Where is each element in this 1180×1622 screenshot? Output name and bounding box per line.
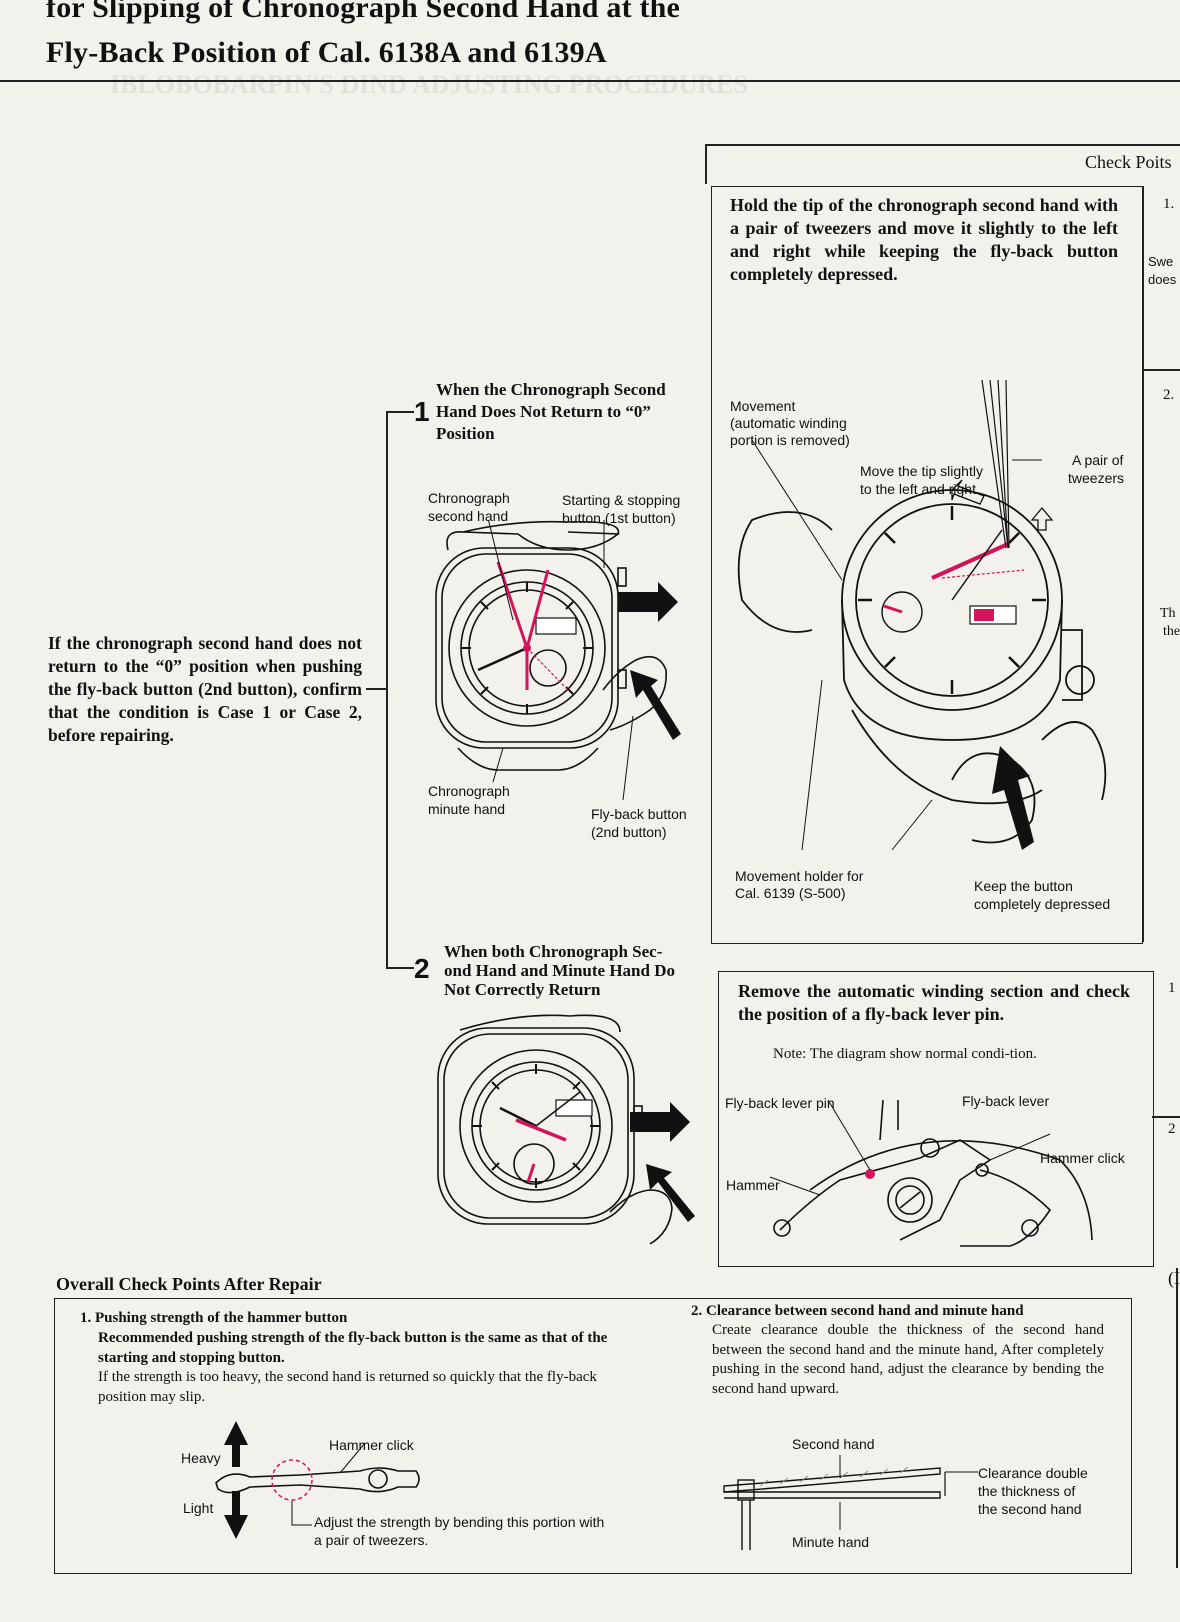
item1-bold: Recommended pushing strength of the fly-… [98,1330,608,1366]
overall-heading: Overall Check Points After Repair [56,1274,322,1294]
ghost-text-top: IBLOBOBARPIN'S DIND ADJUSTING PROCEDURES [110,70,748,99]
right-col-divider-1 [1142,369,1180,371]
check-box-2-note: Note: The diagram show normal condi-tion… [773,1046,1037,1062]
right-col-vertical [1176,1268,1178,1568]
right-col-frag5: (I [1168,1268,1180,1288]
label-move-tip-2: to the left and right [860,481,976,497]
clearance-illustration [723,1455,978,1550]
item2-clear-2: the thickness of [978,1483,1076,1499]
check-box-2 [718,971,1154,1267]
right-col-n1: 1. [1163,196,1175,212]
check-frame-left [705,144,707,184]
case2-line2: ond Hand and Minute Hand Do [444,961,675,980]
label-start-stop-1: Starting & stopping [562,492,681,508]
item2-clear-3: the second hand [978,1501,1082,1517]
item2-title: 2. Clearance between second hand and min… [691,1303,1024,1319]
bracket-top [386,411,414,413]
check-points-header: Check Poits [1085,152,1172,172]
case2-watch-illustration [437,1014,695,1245]
case1-line3: Position [436,424,495,443]
label-chrono-minute-1: Chronograph [428,783,510,799]
check-frame-top [705,144,1180,146]
label-movement-3: portion is removed) [730,432,850,448]
label-holder-2: Cal. 6139 (S-500) [735,885,846,901]
page-title-line1: for Slipping of Chronograph Second Hand … [46,0,681,24]
label-tweezers-1: A pair of [1072,452,1124,468]
right-col-n4: 2 [1168,1121,1176,1137]
page-title-line2: Fly-Back Position of Cal. 6138A and 6139… [46,36,607,69]
case2-line1: When both Chronograph Sec- [444,942,663,961]
check-box-1-right-divider [1142,186,1144,942]
case1-number: 1 [414,396,430,427]
title-rule [0,80,1180,82]
label-move-tip-1: Move the tip slightly [860,463,983,479]
bracket-vertical [386,411,388,969]
hammer-click-illustration [215,1421,420,1539]
movement-illustration [737,380,1107,851]
label-tweezers-2: tweezers [1068,470,1125,486]
lever-illustration [769,1100,1093,1247]
item1-text: If the strength is too heavy, the second… [98,1369,597,1405]
label-movement-2: (automatic winding [730,415,847,431]
bracket-mid [366,688,386,690]
check-box-2-text: Remove the automatic winding section and… [738,981,1130,1024]
item1-title: 1. Pushing strength of the hammer button [80,1310,348,1326]
case1-line2: Hand Does Not Return to “0” [436,402,651,421]
label-holder-1: Movement holder for [735,868,864,884]
label-movement-1: Movement [730,398,796,414]
right-col-n3: 1 [1168,980,1176,996]
right-col-frag3: Th [1160,606,1176,621]
item1-adjust-1: Adjust the strength by bending this port… [314,1514,605,1530]
label-keep-2: completely depressed [974,896,1111,912]
right-col-frag2: does [1148,272,1177,287]
label-keep-1: Keep the button [974,878,1073,894]
item2-second-hand: Second hand [792,1436,875,1452]
right-col-n2: 2. [1163,387,1175,403]
label-hammer: Hammer [726,1177,780,1193]
item1-hammer-click: Hammer click [329,1437,414,1453]
label-lever: Fly-back lever [962,1093,1050,1109]
case2-line3: Not Correctly Return [444,980,601,999]
label-lever-pin: Fly-back lever pin [725,1095,835,1111]
item1-adjust-2: a pair of tweezers. [314,1532,429,1548]
right-col-divider-2 [1152,1116,1180,1118]
item1-heavy: Heavy [181,1450,221,1466]
label-chrono-second-1: Chronograph [428,490,510,506]
item2-minute-hand: Minute hand [792,1534,870,1550]
check-box-1-text: Hold the tip of the chronograph second h… [730,195,1118,284]
case2-number: 2 [414,953,430,984]
case1-line1: When the Chronograph Second [436,380,666,399]
overall-box [54,1298,1132,1574]
left-instruction: If the chronograph second hand does not … [48,633,362,745]
right-col-frag1: Swe [1148,254,1174,269]
case1-watch-illustration [435,520,681,801]
item2-text: Create clearance double the thickness of… [712,1322,1104,1397]
item1-light: Light [183,1500,214,1516]
label-flyback-1: Fly-back button [591,806,687,822]
label-chrono-minute-2: minute hand [428,801,506,817]
right-col-frag4: the [1163,624,1180,639]
label-flyback-2: (2nd button) [591,824,667,840]
bracket-bottom [386,967,414,969]
item2-clear-1: Clearance double [978,1465,1088,1481]
